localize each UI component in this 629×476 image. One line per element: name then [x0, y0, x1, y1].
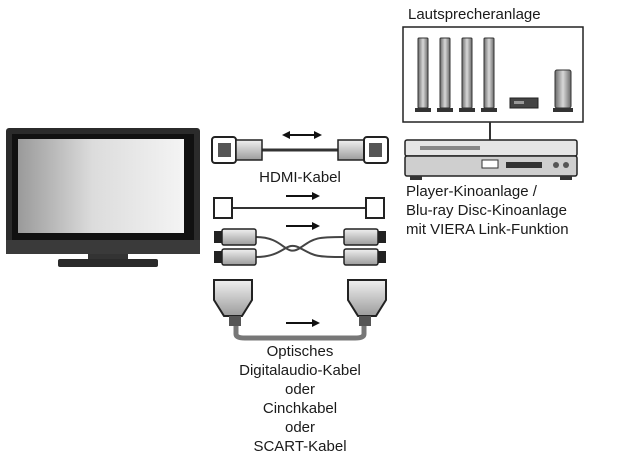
- scart-plug-icon: [213, 279, 253, 326]
- cable-caption-line3: oder: [284, 381, 316, 398]
- rca-plug-icon: [343, 228, 386, 266]
- optical-plug-icon: [213, 197, 233, 219]
- hdmi-plug-icon: [337, 136, 389, 164]
- hdmi-cable: [211, 131, 389, 164]
- rca-plug-icon: [214, 228, 257, 266]
- hdmi-cable-label: HDMI-Kabel: [259, 169, 341, 186]
- speaker-system-label: Lautsprecheranlage: [408, 6, 541, 23]
- cable-caption-line4: Cinchkabel: [262, 400, 338, 417]
- cable-caption: Optisches Digitalaudio-Kabel oder Cinchk…: [200, 342, 400, 456]
- bidirectional-arrow-icon: [282, 131, 322, 139]
- optical-plug-icon: [365, 197, 385, 219]
- arrow-right-icon: [286, 319, 320, 327]
- speaker-icon: [437, 37, 453, 112]
- scart-cable: [213, 279, 387, 341]
- device-label-line3: mit VIERA Link-Funktion: [406, 221, 569, 238]
- cable-caption-line1: Optisches: [266, 343, 334, 360]
- hdmi-plug-icon: [211, 136, 263, 164]
- cable-caption-line6: SCART-Kabel: [253, 438, 347, 455]
- speaker-icon: [509, 97, 539, 109]
- device-label: Player-Kinoanlage / Blu-ray Disc-Kinoanl…: [406, 182, 621, 239]
- cable-caption-line5: oder: [284, 419, 316, 436]
- arrow-right-icon: [286, 192, 320, 200]
- cable-caption-line2: Digitalaudio-Kabel: [239, 362, 361, 379]
- scart-plug-icon: [347, 279, 387, 326]
- arrow-right-icon: [286, 222, 320, 230]
- tv-icon: [6, 128, 200, 267]
- speaker-icon: [459, 37, 475, 112]
- speaker-icon: [481, 37, 497, 112]
- rca-cable: [214, 222, 386, 266]
- optical-cable: [213, 192, 385, 219]
- device-label-line2: Blu-ray Disc-Kinoanlage: [406, 202, 567, 219]
- av-receiver-icon: [404, 139, 578, 180]
- device-label-line1: Player-Kinoanlage /: [406, 183, 537, 200]
- speaker-system-frame: [402, 26, 584, 123]
- speaker-icon: [415, 37, 431, 112]
- subwoofer-icon: [553, 69, 573, 112]
